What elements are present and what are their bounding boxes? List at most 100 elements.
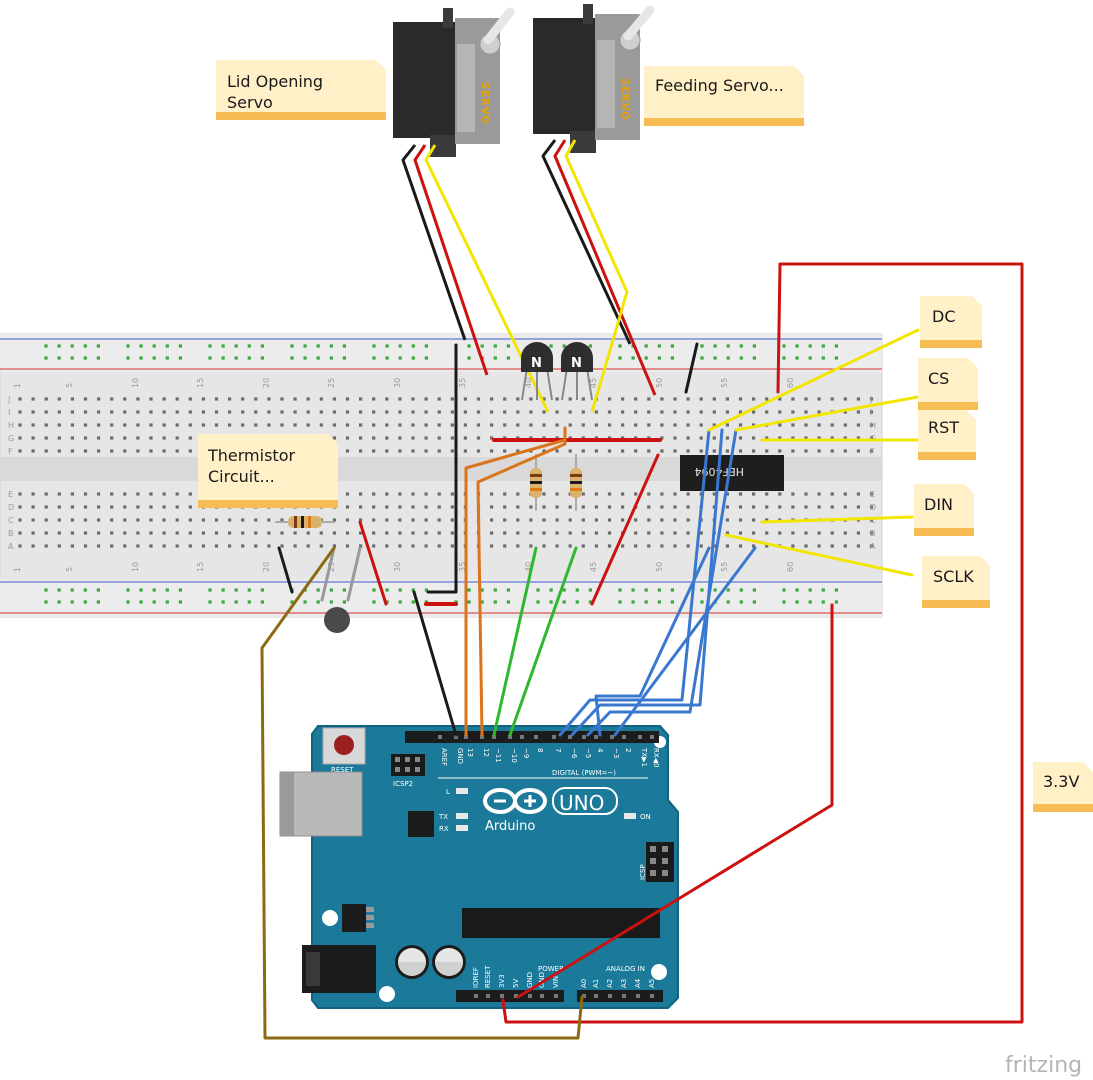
power-pin-label: 5V	[512, 979, 520, 988]
column-number-top: 50	[655, 378, 664, 388]
column-number-top: 35	[458, 378, 467, 388]
column-number-bottom: 55	[720, 562, 729, 572]
thermistor	[320, 546, 362, 633]
column-number-bottom: 60	[786, 562, 795, 572]
note-3v3: 3.3V	[1033, 762, 1093, 812]
column-number-bottom: 20	[262, 562, 271, 572]
uno-model-label: UNO	[559, 791, 604, 815]
note-thermistor-line2: Circuit...	[208, 467, 275, 486]
power-rail-top	[0, 334, 882, 372]
note-rst: RST	[918, 410, 976, 460]
transistor-1: N	[521, 342, 553, 401]
thermistor-black-jumper	[277, 546, 294, 594]
blue-wire-4	[594, 546, 711, 737]
power-pin-label: GND	[526, 972, 534, 988]
analog-pin-label: A0	[580, 979, 588, 988]
note-din: DIN	[914, 484, 974, 536]
thermistor-resistor	[275, 516, 335, 528]
note-cs: CS	[918, 358, 978, 410]
arduino-wires	[260, 262, 1024, 1040]
lid-servo-red-wire	[413, 144, 489, 376]
lid-servo-yellow-wire	[424, 144, 550, 413]
reset-label: RESET	[331, 766, 354, 774]
usb-chip	[408, 811, 434, 837]
cs-line	[734, 395, 920, 432]
led-l-label: L	[446, 788, 450, 796]
capacitor-left	[395, 945, 429, 979]
power-pin-label: VIN	[552, 976, 560, 988]
note-dc-label: DC	[932, 307, 956, 326]
note-feeding-servo: Feeding Servo...	[644, 66, 804, 126]
din-line	[760, 515, 914, 524]
green-wire-pin11	[492, 546, 538, 737]
blue-wire-1	[558, 428, 711, 737]
row-letter-right: A	[870, 542, 876, 551]
digital-pin-label: ~9	[522, 748, 530, 758]
row-letter-left: B	[8, 529, 14, 538]
analog-pin-label: A3	[620, 979, 628, 988]
note-thermistor-line1: Thermistor	[207, 446, 295, 465]
row-letter-right: C	[870, 516, 876, 525]
power-header	[456, 990, 564, 1002]
digital-pin-label: ~6	[570, 748, 578, 759]
analog-pin-label: A2	[606, 979, 614, 988]
lid-servo: SERVO	[393, 7, 515, 157]
analog-pin-label: A4	[634, 978, 642, 988]
digital-pin-label: 2	[624, 748, 632, 752]
digital-pin-label: 12	[482, 748, 490, 757]
row-letter-right: B	[870, 529, 876, 538]
digital-header	[405, 731, 659, 743]
digital-pin-label: ~11	[494, 748, 502, 763]
column-number-top: 40	[524, 378, 533, 388]
digital-pin-label: 7	[554, 748, 562, 752]
arduino-logo: UNO Arduino	[483, 787, 618, 834]
column-number-bottom: 30	[393, 562, 402, 572]
analog-pin-label: A5	[648, 979, 656, 988]
fritzing-watermark: fritzing	[1005, 1053, 1082, 1078]
arduino-brand-label: Arduino	[485, 819, 535, 834]
row-letter-left: D	[8, 503, 14, 512]
led-rx-label: RX	[439, 825, 449, 833]
breadboard-holes	[18, 344, 874, 604]
orange-wire-pin12	[476, 438, 567, 737]
column-number-bottom: 50	[655, 562, 664, 572]
servo-wires	[401, 139, 657, 413]
icsp-label: ICSP	[639, 864, 647, 880]
digital-pin-label: ~3	[612, 748, 620, 758]
digital-label: DIGITAL (PWM=~)	[552, 769, 616, 777]
lid-servo-label: SERVO	[479, 82, 490, 125]
feeding-servo-label: SERVO	[619, 78, 630, 121]
note-din-label: DIN	[924, 495, 953, 514]
row-letter-left: A	[8, 542, 14, 551]
digital-pin-label: AREF	[440, 748, 448, 766]
resistor-2	[570, 454, 582, 511]
power-rail-bottom	[0, 579, 882, 617]
blue-wire-2	[570, 428, 724, 737]
row-letter-left: E	[8, 490, 13, 499]
capacitor-right	[432, 945, 466, 979]
red-rail-to-5v-wire	[516, 603, 834, 999]
feeding-servo: SERVO	[533, 4, 655, 153]
digital-pin-label: RX◀0	[652, 748, 660, 768]
row-letter-left: H	[8, 421, 14, 430]
analog-in-label: ANALOG IN	[606, 965, 645, 973]
lid-servo-black-wire	[401, 144, 467, 341]
power-pin-label: 3V3	[498, 974, 506, 988]
green-wire-pin10	[508, 546, 578, 737]
column-number-bottom: 10	[131, 562, 140, 572]
led-tx-label: TX	[438, 813, 448, 821]
signal-label-lines	[707, 328, 920, 577]
row-letter-left: C	[8, 516, 14, 525]
digital-pin-label: 13	[466, 748, 474, 757]
column-number-top: 45	[589, 378, 598, 388]
row-letter-right: E	[870, 490, 875, 499]
sclk-line	[724, 533, 914, 577]
column-number-top: 25	[327, 378, 336, 388]
led-on-label: ON	[640, 813, 651, 821]
thermistor-red-jumper	[358, 520, 388, 606]
gnd-black-wire	[412, 590, 458, 737]
